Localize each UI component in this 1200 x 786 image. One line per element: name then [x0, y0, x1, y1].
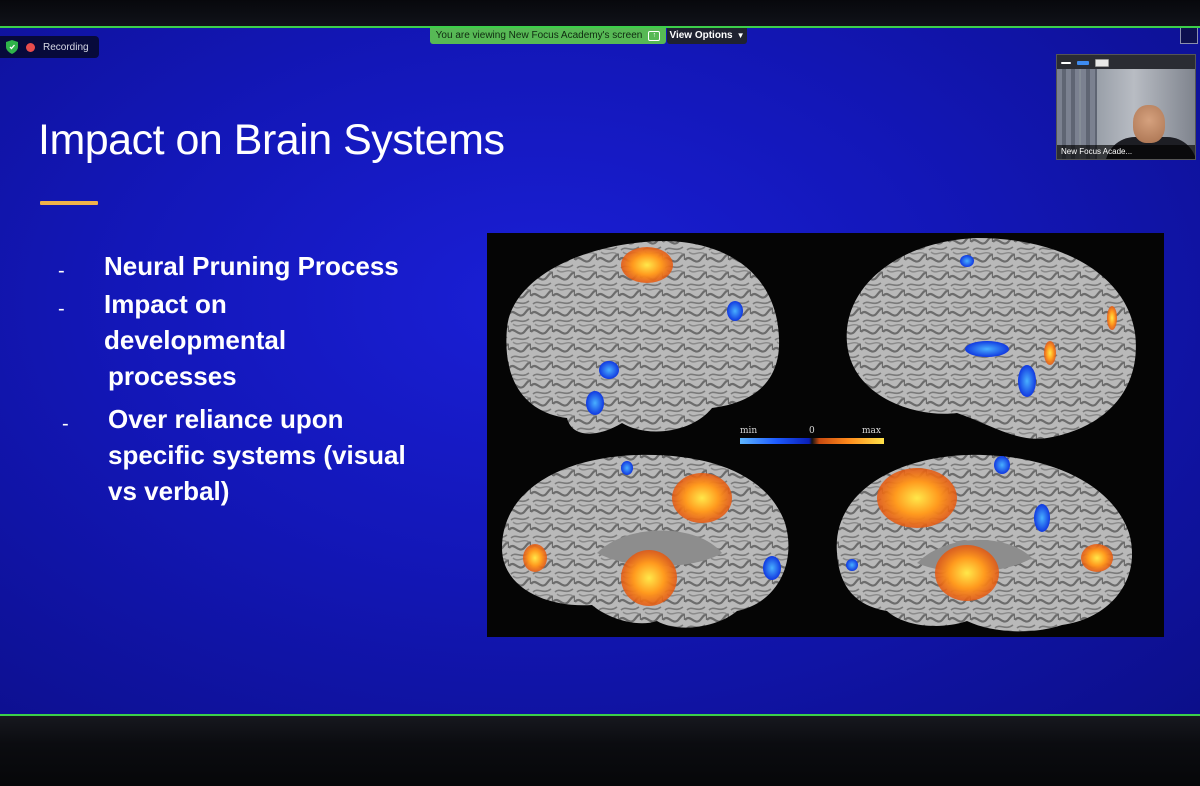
minimize-icon[interactable]: [1061, 62, 1071, 64]
speaker-view-icon[interactable]: [1077, 61, 1089, 65]
participant-video[interactable]: New Focus Acade...: [1056, 54, 1196, 160]
shared-screen: Recording You are viewing New Focus Acad…: [0, 26, 1200, 716]
recording-dot-icon: [26, 42, 35, 52]
bullet-3: Over reliance upon specific systems (vis…: [108, 401, 406, 509]
share-banner-text: You are viewing New Focus Academy's scre…: [435, 30, 643, 41]
view-options-button[interactable]: View Options ▼: [667, 28, 747, 44]
brain-images: [502, 238, 1136, 632]
brain-medial-right: [836, 454, 1133, 632]
bullet-dash: -: [58, 298, 65, 320]
video-curtain-mid: [1081, 69, 1097, 159]
monitor-bezel-bottom: [0, 716, 1200, 786]
bullet-2-line-1: Impact on: [104, 289, 227, 319]
recording-indicator[interactable]: Recording: [0, 36, 99, 58]
bullet-2-line-3: processes: [108, 361, 237, 391]
bullet-2-line-2: developmental: [104, 325, 287, 355]
bullet-2: Impact on developmental processes: [104, 286, 286, 394]
participant-head: [1133, 105, 1165, 143]
shield-icon: [6, 40, 18, 54]
colorbar-min-label: min: [740, 426, 758, 436]
window-control-button[interactable]: [1180, 28, 1198, 44]
bullet-3-line-2: specific systems (visual: [108, 440, 406, 470]
bullet-dash: -: [58, 260, 65, 282]
video-curtain-left: [1057, 69, 1079, 159]
view-options-label: View Options: [669, 30, 733, 41]
brain-lateral-left: [506, 241, 780, 434]
gallery-view-icon[interactable]: [1095, 59, 1109, 67]
brain-lateral-right: [846, 238, 1136, 439]
title-underline: [40, 201, 98, 205]
recording-label: Recording: [43, 41, 89, 53]
participant-name: New Focus Acade...: [1057, 145, 1195, 159]
share-screen-icon: ↑: [648, 30, 661, 41]
brain-activation-figure: min 0 max: [487, 233, 1164, 637]
chevron-down-icon: ▼: [736, 31, 745, 40]
monitor-bezel-top: [0, 0, 1200, 26]
colorbar: [740, 438, 884, 444]
bullet-1: Neural Pruning Process: [104, 248, 399, 284]
bullet-1-line-1: Neural Pruning Process: [104, 251, 399, 281]
bullet-3-line-1: Over reliance upon: [108, 404, 344, 434]
bullet-dash: -: [62, 413, 69, 435]
bullet-3-line-3: vs verbal): [108, 476, 230, 506]
screen-share-banner: You are viewing New Focus Academy's scre…: [430, 28, 666, 44]
brain-medial-left: [502, 454, 789, 628]
colorbar-max-label: max: [862, 426, 881, 436]
video-layout-controls: [1061, 59, 1109, 67]
slide-title: Impact on Brain Systems: [38, 116, 505, 164]
colorbar-zero-label: 0: [809, 426, 815, 436]
